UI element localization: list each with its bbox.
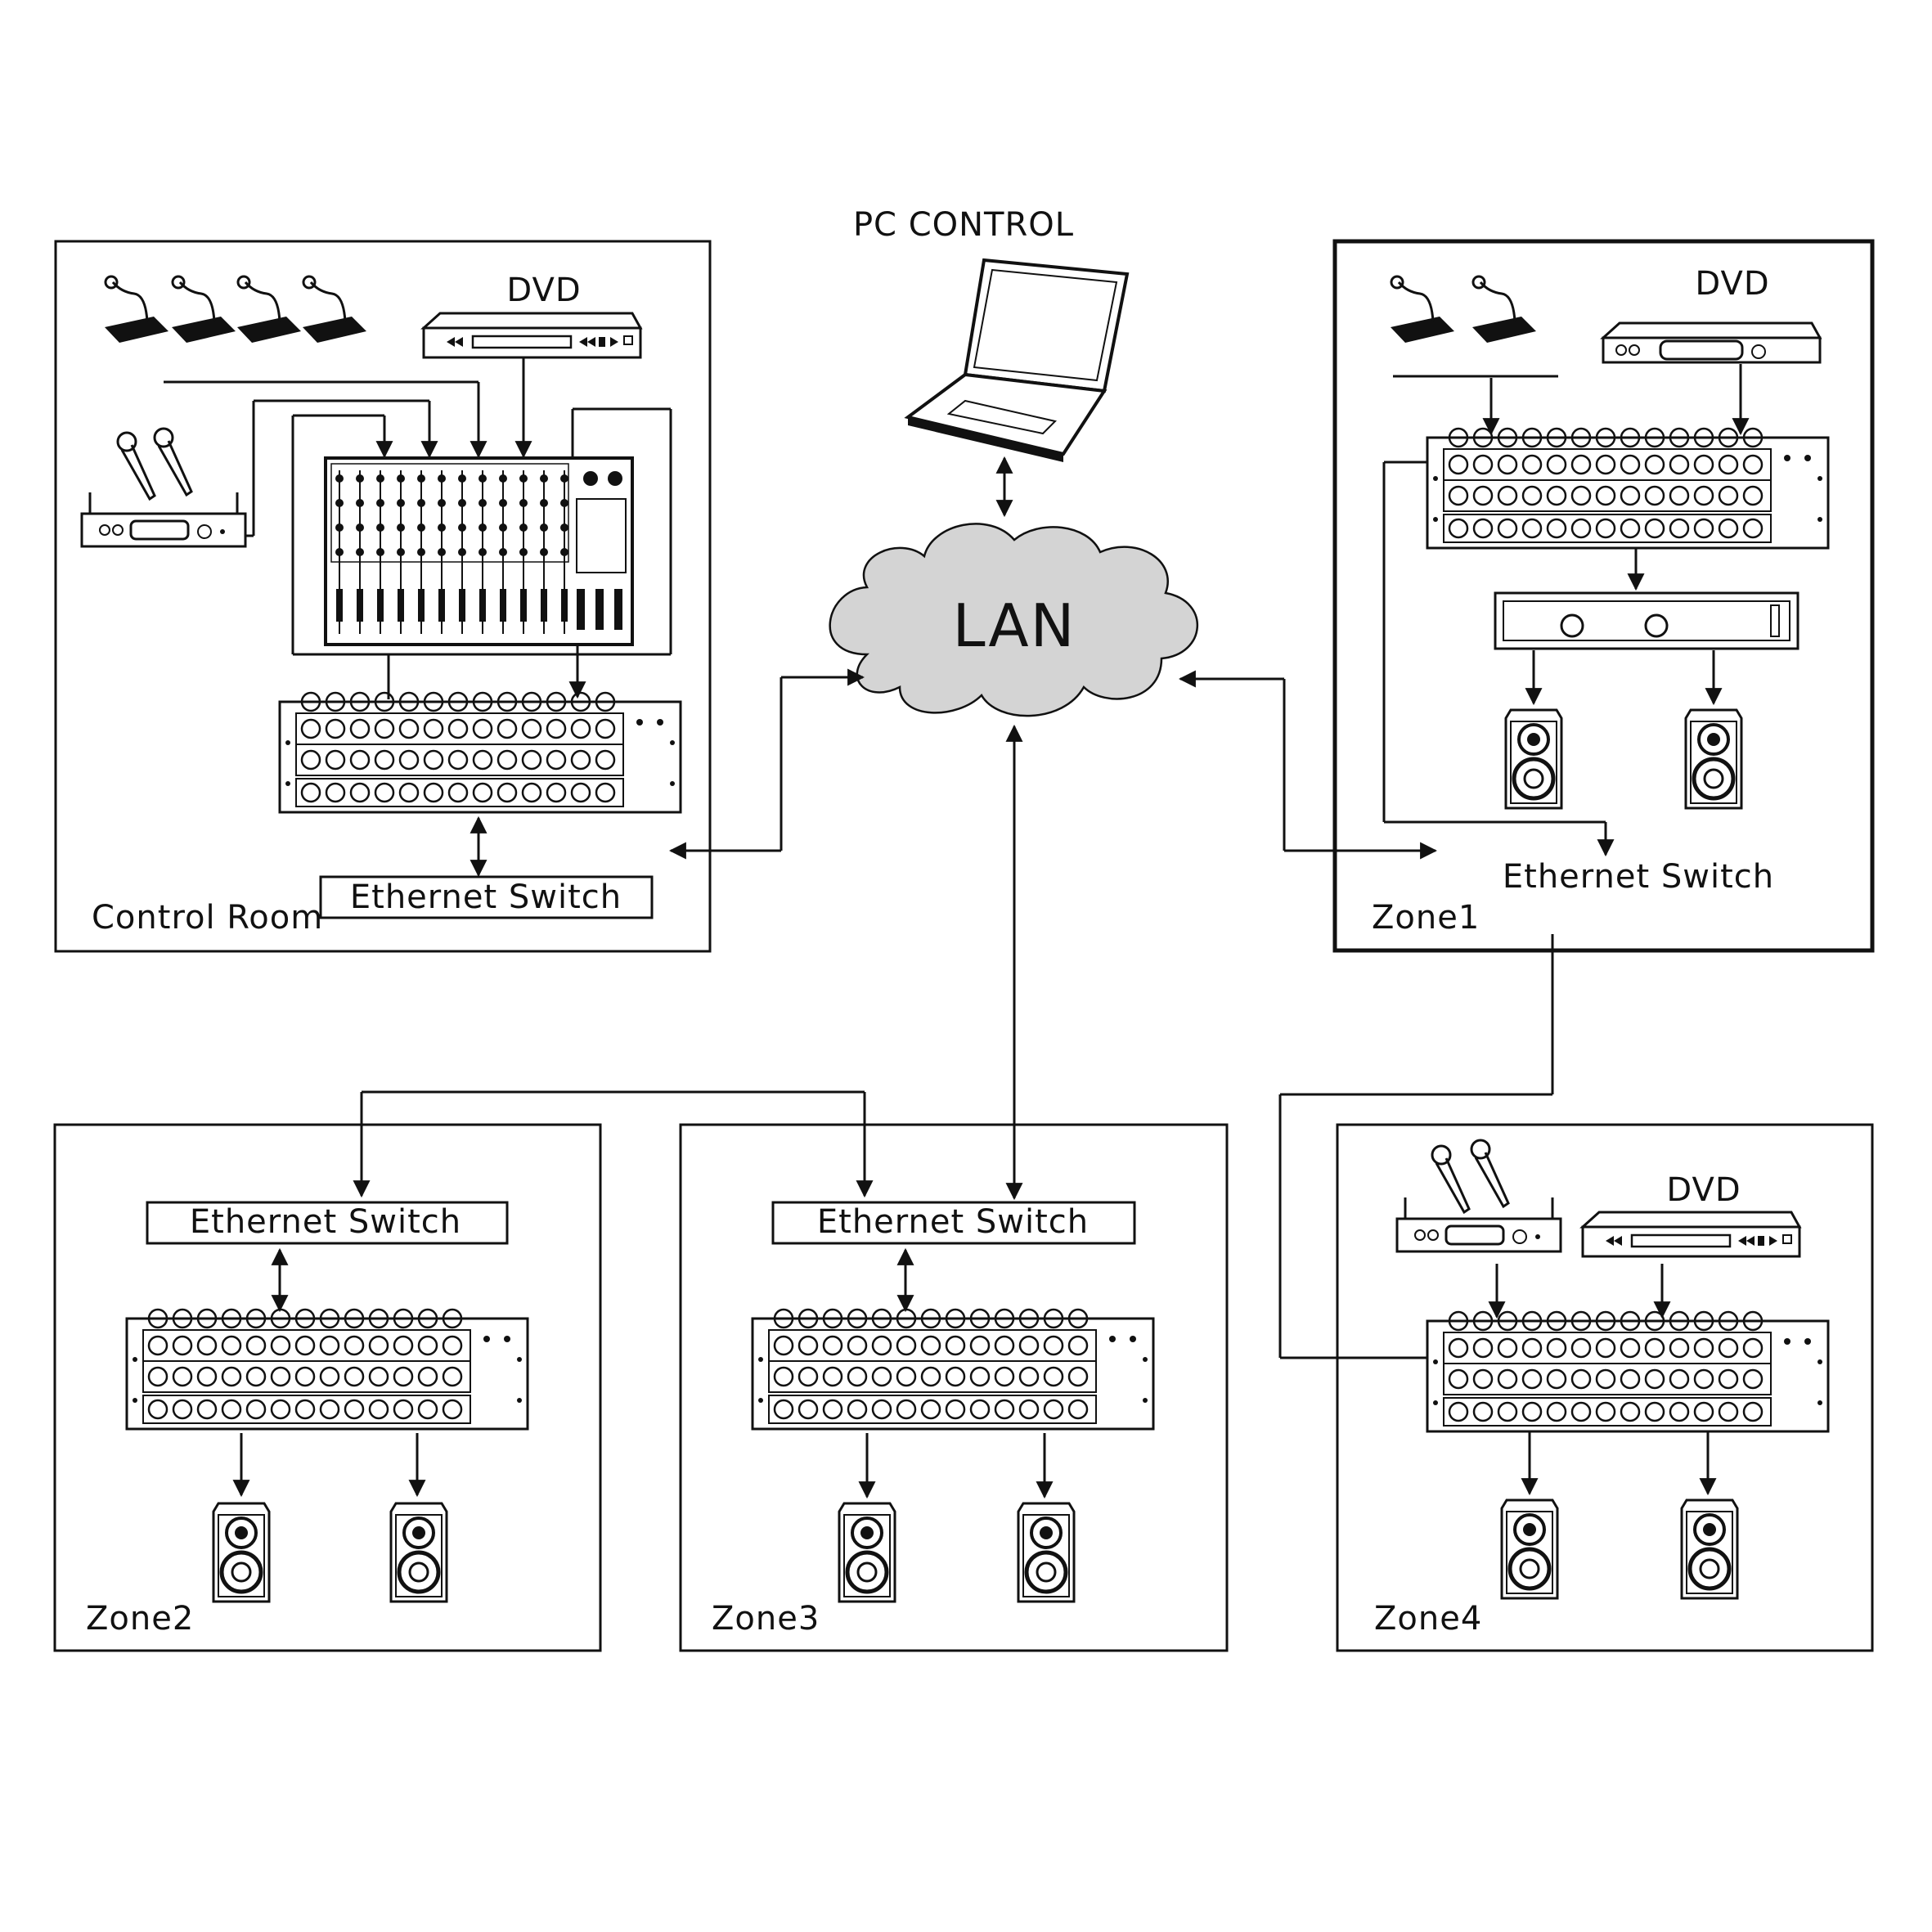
gooseneck-mic-icon: [236, 275, 303, 344]
handheld-mic-icon: [1470, 1139, 1510, 1208]
zone4-label: Zone4: [1374, 1600, 1482, 1638]
speaker-icon: [391, 1503, 447, 1602]
speaker-icon: [1682, 1500, 1737, 1598]
zone1-wiring: [1382, 461, 1615, 857]
stage-box-icon: [1427, 429, 1828, 548]
stage-box-icon: [753, 1310, 1153, 1429]
zone3-label: Zone3: [712, 1600, 820, 1638]
zone3-ethernet-switch-box: [771, 1201, 1136, 1245]
handheld-mic-icon: [116, 431, 156, 501]
control-room-wiring: [164, 358, 672, 699]
zone2-box: [53, 1123, 602, 1652]
zone2-ethernet-switch-label: Ethernet Switch: [190, 1203, 461, 1241]
zone3-ethernet-switch-label: Ethernet Switch: [817, 1203, 1089, 1241]
speaker-icon: [839, 1503, 895, 1602]
wireless-receiver-icon: [1395, 1196, 1562, 1253]
stage-box-icon: [280, 693, 681, 812]
dvd-player-icon: [422, 312, 642, 359]
zone1-label: Zone1: [1372, 899, 1480, 937]
speaker-icon: [1506, 710, 1561, 808]
lan-links: [353, 668, 1554, 1359]
pc-control-label: PC CONTROL: [853, 206, 1074, 244]
ethernet-switch-box: [319, 875, 654, 919]
ethernet-switch-label: Ethernet Switch: [350, 878, 622, 916]
lan-label: LAN: [953, 591, 1076, 660]
speaker-icon: [1686, 710, 1741, 808]
zone4-dvd-label: DVD: [1666, 1171, 1741, 1209]
zone4-box: [1336, 1123, 1874, 1652]
dvd-player-icon: [1600, 321, 1822, 364]
gooseneck-mic-icon: [301, 275, 368, 344]
lan-cloud-icon: [829, 523, 1198, 717]
speaker-icon: [1018, 1503, 1074, 1602]
zone1-dvd-label: DVD: [1695, 265, 1769, 303]
laptop-icon: [904, 258, 1130, 462]
gooseneck-mic-icon: [1471, 275, 1538, 344]
handheld-mic-icon: [1431, 1144, 1471, 1214]
mixer-console-icon: [324, 456, 634, 646]
power-amplifier-icon: [1494, 591, 1799, 650]
stage-box-icon: [1427, 1312, 1828, 1431]
handheld-mic-icon: [153, 427, 193, 496]
dvd-player-icon: [1581, 1211, 1801, 1258]
zone3-box: [679, 1123, 1229, 1652]
zone2-ethernet-switch-box: [146, 1201, 509, 1245]
wireless-receiver-icon: [80, 491, 247, 548]
zone2-label: Zone2: [86, 1600, 194, 1638]
control-room-label: Control Room: [92, 899, 323, 937]
speaker-icon: [213, 1503, 269, 1602]
dvd-label: DVD: [506, 272, 581, 309]
gooseneck-mic-icon: [170, 275, 237, 344]
zone1-ethernet-switch-label: Ethernet Switch: [1503, 858, 1774, 896]
gooseneck-mic-icon: [1389, 275, 1456, 344]
speaker-icon: [1502, 1500, 1557, 1598]
stage-box-icon: [127, 1310, 528, 1429]
control-room-box: [54, 240, 712, 953]
zone1-box: [1332, 239, 1875, 953]
gooseneck-mic-icon: [103, 275, 170, 344]
